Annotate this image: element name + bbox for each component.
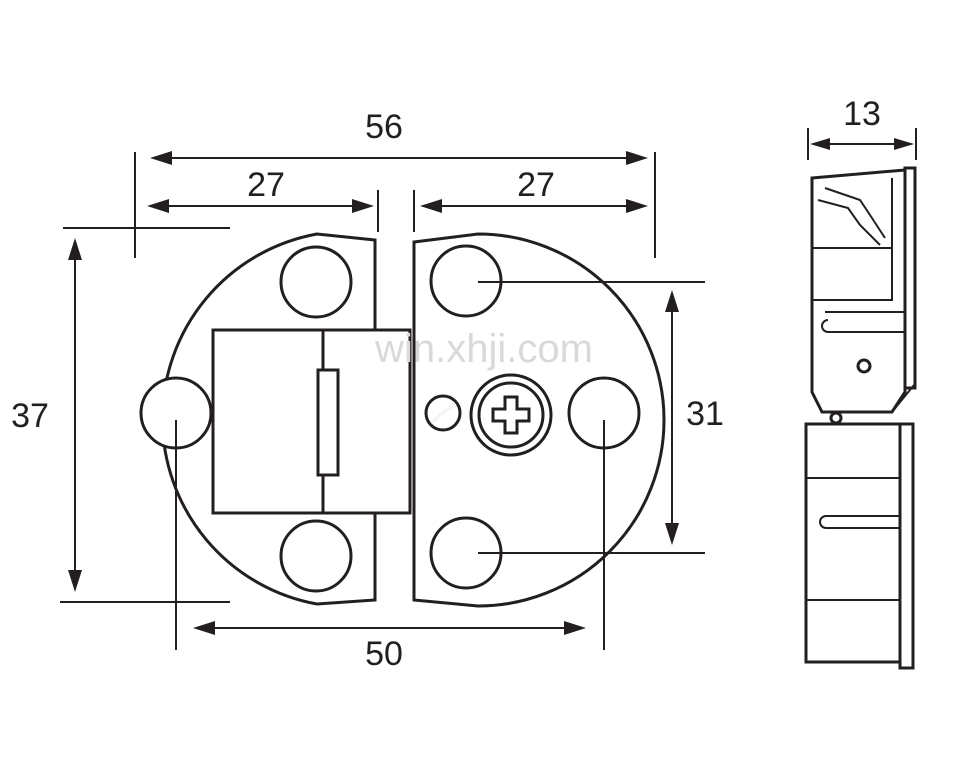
dimension-31	[665, 290, 679, 545]
dimension-13	[807, 128, 917, 160]
latch-block	[211, 328, 325, 515]
extension-lines	[60, 152, 705, 650]
dimension-27-left	[147, 199, 374, 213]
label-37: 37	[11, 397, 49, 435]
left-bottom-mounting-hole	[279, 519, 353, 593]
latch-slot	[316, 368, 340, 477]
phillips-screw-icon	[469, 373, 553, 457]
left-hinge-plate	[139, 232, 412, 606]
dimension-50	[193, 621, 586, 635]
dimension-56	[150, 151, 648, 165]
slotted-screw-icon	[424, 394, 462, 432]
label-13: 13	[843, 95, 881, 133]
label-31: 31	[686, 395, 724, 433]
dimension-27-right	[420, 199, 648, 213]
side-view	[804, 166, 917, 670]
label-27-left: 27	[247, 166, 285, 204]
watermark-text: win.xhji.com	[374, 327, 593, 371]
left-top-mounting-hole	[279, 245, 353, 319]
right-hinge-plate	[412, 232, 666, 608]
label-56: 56	[365, 108, 403, 146]
label-50: 50	[365, 635, 403, 673]
dimension-37	[68, 238, 82, 592]
label-27-right: 27	[517, 166, 555, 204]
